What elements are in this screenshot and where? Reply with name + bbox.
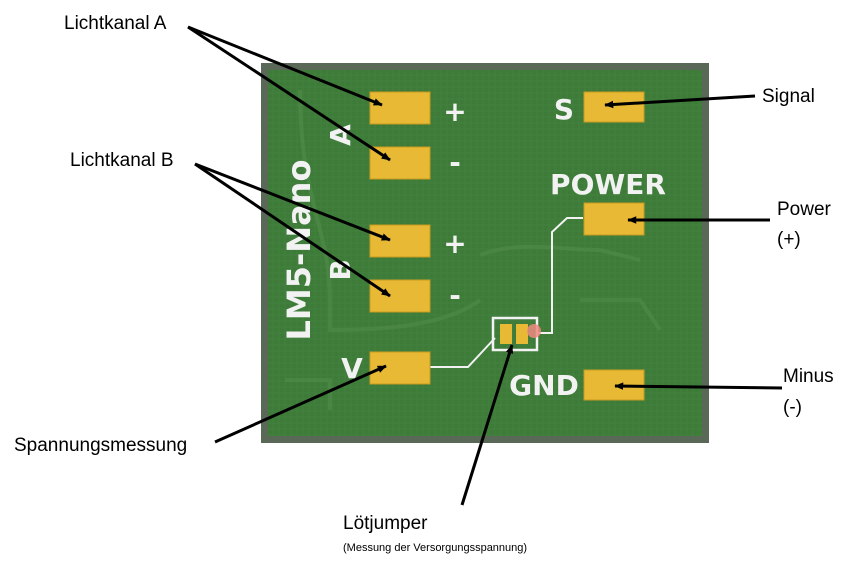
callout-signal: Signal: [762, 86, 815, 107]
callout-lichtkanal-b: Lichtkanal B: [70, 150, 174, 171]
pcb-traces: [285, 89, 662, 410]
arrow-signal: [604, 94, 756, 109]
callout-minus-sub: (-): [783, 397, 802, 418]
arrow-a-plus: [187, 25, 383, 107]
label-voltage: V: [341, 352, 363, 385]
label-power: POWER: [550, 168, 666, 201]
label-gnd: GND: [509, 369, 579, 402]
callout-loetjumper: Lötjumper: [343, 513, 428, 534]
label-channel-a: A: [324, 124, 357, 146]
board-name: LM5-Nano: [280, 160, 318, 341]
callout-lichtkanal-a: Lichtkanal A: [64, 13, 167, 34]
pad-signal: [583, 91, 645, 123]
pad-a-plus: [369, 91, 431, 125]
callout-power-sub: (+): [777, 229, 801, 250]
callout-minus: Minus: [783, 366, 834, 387]
arrow-a-minus: [187, 25, 391, 162]
label-signal: S: [554, 93, 574, 126]
callout-spannungsmessung: Spannungsmessung: [14, 435, 188, 456]
label-plus-b: +: [443, 227, 466, 260]
solder-jumper: [491, 316, 541, 352]
pads: [369, 91, 645, 401]
callout-arrows: [187, 25, 783, 506]
arrow-jumper: [460, 344, 514, 506]
pad-b-plus: [369, 224, 431, 258]
callout-loetjumper-sub: (Messung der Versorgungsspannung): [343, 542, 528, 554]
arrow-gnd: [614, 382, 783, 390]
label-plus-a: +: [443, 95, 466, 128]
jumper-solder-dot: [527, 324, 541, 338]
arrow-b-plus: [194, 162, 391, 242]
label-minus-a: -: [449, 146, 461, 179]
arrow-voltage: [214, 364, 387, 444]
pad-b-minus: [369, 279, 431, 313]
label-minus-b: -: [449, 279, 461, 312]
label-channel-b: B: [324, 259, 357, 280]
callout-power: Power: [777, 199, 831, 220]
arrow-b-minus: [194, 162, 391, 298]
white-traces: [430, 217, 583, 368]
